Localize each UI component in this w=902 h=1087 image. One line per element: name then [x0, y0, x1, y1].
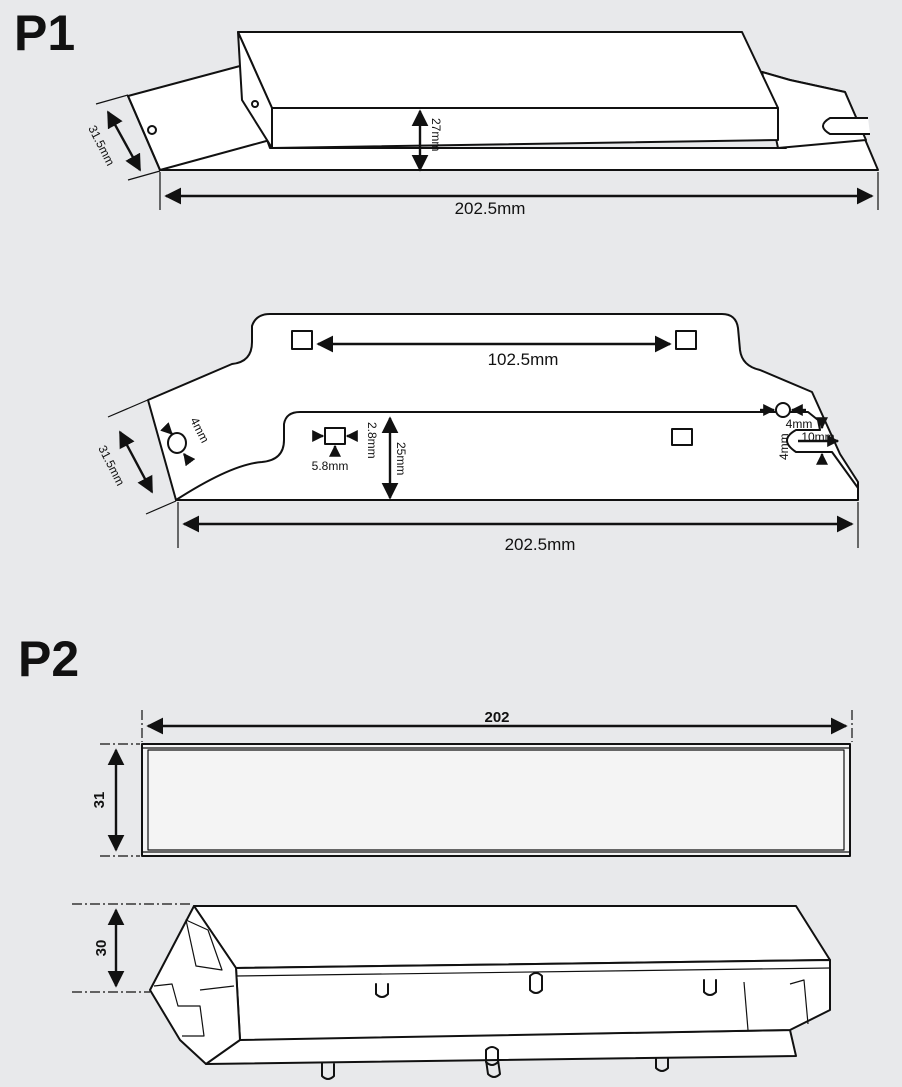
p1-bottom-end-slot-width-label: 4mm: [777, 433, 791, 460]
p1-bottom-slot-height-label: 2.8mm: [365, 422, 379, 459]
p2-side-height-label: 30: [93, 940, 110, 957]
p2-title: P2: [18, 631, 79, 687]
p2-top-length-label: 202: [484, 709, 509, 726]
p1-bottom-hole-left: [291, 330, 313, 350]
p1-title: P1: [14, 5, 75, 61]
p1-top-right-slot: [822, 117, 870, 135]
p1-bottom-end-slot-length-label: 10mm: [801, 430, 834, 444]
p1-bottom-rail: [175, 411, 859, 501]
p2-top-width-label: 31: [91, 792, 108, 809]
p2-box-top-face: [193, 905, 831, 969]
p1-bottom-end-hole-label: 4mm: [786, 417, 813, 431]
p1-bottom-spacing-label: 102.5mm: [488, 350, 559, 369]
p2-box-end-face: [149, 905, 241, 1065]
p1-bottom-hole-right: [675, 330, 697, 350]
p1-top-box-front: [271, 107, 779, 149]
p1-top-length-label: 202.5mm: [455, 199, 526, 218]
p1-bottom-length-label: 202.5mm: [505, 535, 576, 554]
p1-top-left-flange: [159, 139, 271, 171]
p1-top-width-label: 31.5mm: [85, 123, 117, 168]
p1-bottom-rail-height-label: 25mm: [394, 442, 408, 475]
p1-top-box-end: [237, 31, 273, 149]
p1-top-left-edge: [127, 95, 161, 171]
p2-perspective-view: 30: [72, 903, 831, 1080]
p1-bottom-left-hole: [167, 432, 187, 454]
p1-top-left-hole: [147, 125, 157, 135]
p1-bottom-end-hole: [775, 402, 791, 418]
p1-bottom-slot-width-label: 5.8mm: [312, 459, 349, 473]
p1-bottom-width-label: 31.5mm: [95, 443, 127, 488]
p2-top-view: 202 31: [91, 709, 853, 857]
p1-bottom-hole-mid: [671, 428, 693, 446]
p2-top-inner: [147, 749, 845, 851]
p1-bottom-plate: [147, 313, 859, 501]
p1-top-height-label: 27mm: [429, 118, 443, 151]
p1-bottom-view: 102.5mm 31.5mm 202.5mm 4mm 5.8mm 2.8mm 2…: [95, 313, 859, 554]
p1-top-end-hole: [251, 100, 259, 108]
p1-bottom-slot: [324, 427, 346, 445]
p1-top-box-top: [237, 31, 779, 109]
p1-top-view: 27mm 31.5mm 202.5mm: [85, 31, 879, 218]
p2-top-outline: [141, 743, 851, 857]
